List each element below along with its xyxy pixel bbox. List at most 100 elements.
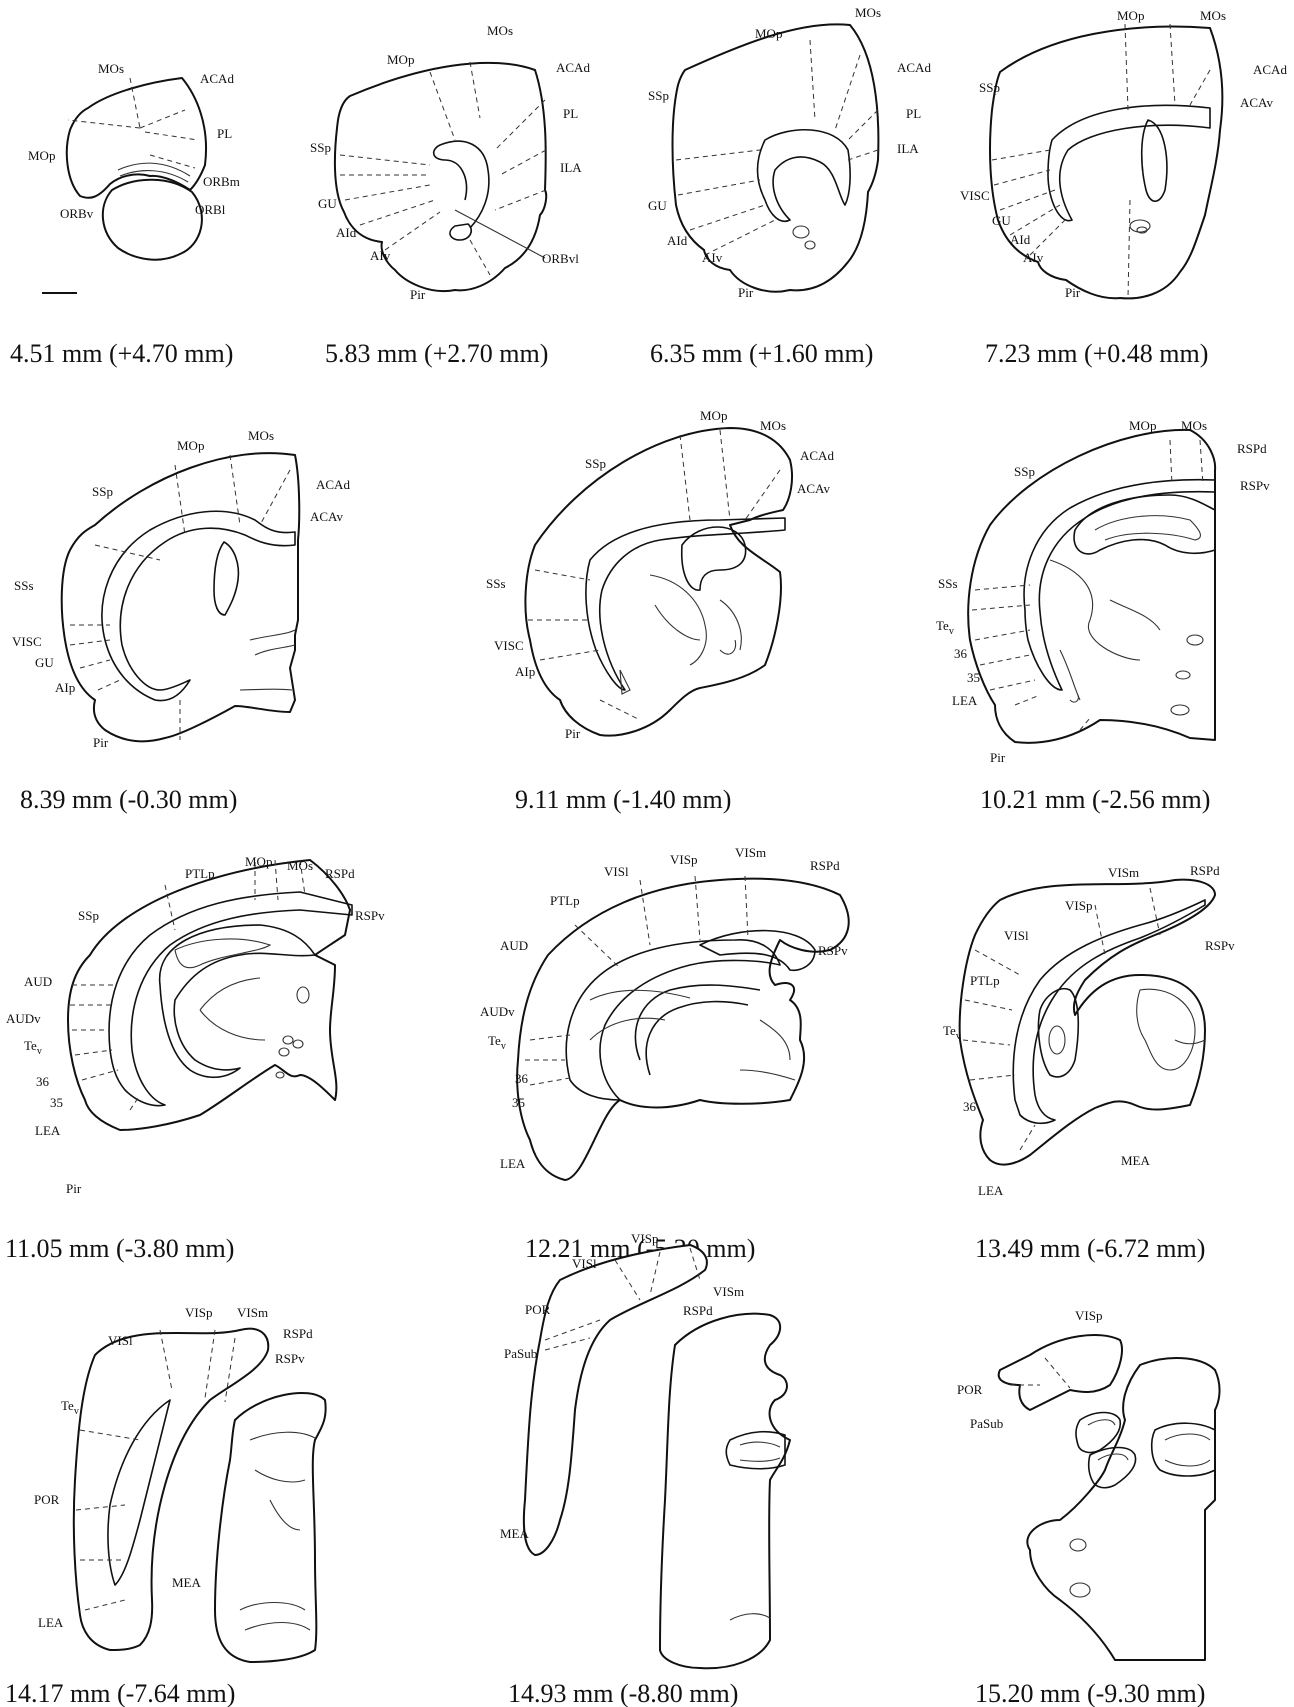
region-label: SSp [648,88,669,103]
region-label: ACAv [797,481,830,496]
region-label: VISm [713,1284,744,1299]
section-7: MOp MOs RSPd SSp RSPv SSs Tev 36 35 LEA … [936,418,1270,814]
section-caption: 8.39 mm (-0.30 mm) [20,785,237,814]
section-9-outline [517,879,849,1180]
region-label: ILA [560,160,582,175]
region-label: RSPv [275,1351,305,1366]
region-label: 36 [36,1074,50,1089]
region-label-te: Tev [24,1038,42,1057]
region-label: VISm [1108,865,1139,880]
region-label: LEA [35,1123,61,1138]
region-label: AId [1010,232,1031,247]
region-label: VISm [237,1305,268,1320]
region-label: SSs [486,576,506,591]
region-label: MOp [700,408,727,423]
region-label: VISp [631,1231,658,1246]
region-label: MOs [287,858,313,873]
section-10-outline [960,880,1215,1165]
section-caption: 11.05 mm (-3.80 mm) [5,1234,234,1263]
section-5: MOp MOs SSp ACAd ACAv SSs VISC GU AIp Pi… [12,428,350,814]
region-label: MOs [760,418,786,433]
region-label: VISC [12,634,42,649]
region-label: VISl [572,1256,597,1271]
region-label: PTLp [970,973,1000,988]
region-label: MOp [387,52,414,67]
region-label: AId [336,225,357,240]
te-subscript: v [949,626,954,637]
region-label: SSp [310,140,331,155]
te-subscript: v [74,1406,79,1417]
section-caption: 14.17 mm (-7.64 mm) [5,1679,235,1707]
region-label: RSPd [1190,863,1220,878]
region-label: 36 [954,646,968,661]
region-label: VISp [1065,898,1092,913]
region-label: GU [992,213,1011,228]
region-label: ACAd [897,60,931,75]
section-caption: 14.93 mm (-8.80 mm) [508,1679,738,1707]
region-label: ILA [897,141,919,156]
region-label: AIp [55,680,75,695]
te-main: Te [936,618,949,633]
section-2-outline [335,63,546,291]
region-label: SSp [585,456,606,471]
region-label: SSp [78,908,99,923]
section-caption: 10.21 mm (-2.56 mm) [980,785,1210,814]
section-10: VISm RSPd VISp VISl RSPv PTLp Tev 36 MEA… [943,863,1235,1263]
region-label: GU [35,655,54,670]
region-label: PL [217,126,232,141]
region-label: SSp [92,484,113,499]
region-label: MOs [1181,418,1207,433]
region-label: AUDv [6,1011,41,1026]
region-label: LEA [38,1615,64,1630]
region-label: MOp [28,148,55,163]
region-label: AId [667,233,688,248]
region-label: RSPv [1205,938,1235,953]
region-label: VISC [960,188,990,203]
region-label: MOp [1117,8,1144,23]
region-label: MEA [172,1575,202,1590]
region-label: ACAv [310,509,343,524]
section-6: MOp MOs SSp ACAd ACAv SSs VISC AIp Pir 9… [486,408,834,814]
section-caption: 6.35 mm (+1.60 mm) [650,339,873,368]
region-label: VISl [604,864,629,879]
region-label: MOs [98,61,124,76]
region-label: AIp [515,664,535,679]
region-label: LEA [500,1156,526,1171]
section-11-midbrain-outline [215,1393,326,1662]
te-main: Te [24,1038,37,1053]
region-label: Pir [1065,285,1081,300]
region-label: ACAd [1253,62,1287,77]
region-label: MOs [1200,8,1226,23]
region-label: MOp [177,438,204,453]
te-main: Te [488,1033,501,1048]
region-label: VISm [735,845,766,860]
region-label-te: Tev [936,618,954,637]
region-label: RSPv [355,908,385,923]
section-13-midbrain-outline [1027,1358,1219,1660]
region-label: 36 [963,1099,977,1114]
region-label: RSPd [325,866,355,881]
region-label-te: Tev [488,1033,506,1052]
region-label: RSPd [683,1303,713,1318]
region-label: SSp [979,80,1000,95]
section-6-outline [525,428,792,736]
region-label: PL [906,106,921,121]
region-label: PTLp [550,893,580,908]
region-label: LEA [952,693,978,708]
section-12: VISp VISl VISm POR RSPd PaSub MEA 14.93 … [500,1231,790,1707]
region-label: MOp [755,26,782,41]
section-11: VISp VISm RSPd VISl RSPv Tev POR MEA LEA… [5,1305,326,1707]
region-label: AUDv [480,1004,515,1019]
region-label: ORBvl [542,251,579,266]
te-subscript: v [501,1041,506,1052]
region-label: ACAd [556,60,590,75]
section-13-outline [999,1335,1122,1410]
region-label: AUD [24,974,52,989]
region-label: Pir [93,735,109,750]
section-caption: 4.51 mm (+4.70 mm) [10,339,233,368]
region-label: MOp [245,854,272,869]
region-label: ORBl [195,202,226,217]
region-label: LEA [978,1183,1004,1198]
region-label: MOs [855,5,881,20]
region-label: RSPd [810,858,840,873]
